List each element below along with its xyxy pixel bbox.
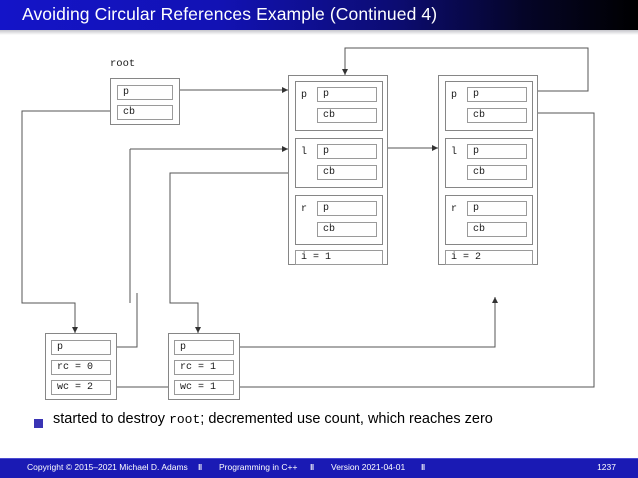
node-1-slot-r: r p cb (295, 195, 383, 245)
control-block-2-field-rc: rc = 1 (174, 360, 234, 375)
root-handle: p cb (110, 78, 180, 125)
footer-highlight (0, 458, 638, 459)
bullet-text: started to destroy root; decremented use… (53, 411, 493, 427)
node-1-slot-p-field-p: p (317, 87, 377, 102)
node-1-slot-r-label: r (301, 204, 308, 215)
node-1-slot-l-field-p: p (317, 144, 377, 159)
node-2-slot-p-field-p: p (467, 87, 527, 102)
bullet-text-after: ; decremented use count, which reaches z… (200, 411, 493, 427)
slide-footer: Copyright © 2015–2021 Michael D. Adams ‖… (0, 458, 638, 478)
node-2-slot-r-field-cb: cb (467, 222, 527, 237)
bullet-code-root: root (169, 412, 201, 427)
bullet-text-before: started to destroy (53, 411, 170, 427)
page-title: Avoiding Circular References Example (Co… (22, 4, 438, 24)
root-caption: root (110, 58, 136, 70)
node-2-slot-l: l p cb (445, 138, 533, 188)
square-bullet-icon (34, 419, 43, 428)
footer-copyright: Copyright © 2015–2021 Michael D. Adams (27, 462, 188, 472)
node-2-slot-p: p p cb (445, 81, 533, 131)
footer-page-number: 1237 (597, 462, 616, 472)
node-1-slot-r-field-cb: cb (317, 222, 377, 237)
node-1-index: i = 1 (295, 250, 383, 265)
control-block-1: p rc = 0 wc = 2 (45, 333, 117, 400)
slide-title-bar: Avoiding Circular References Example (Co… (0, 0, 638, 30)
node-2-slot-r: r p cb (445, 195, 533, 245)
control-block-2-field-p: p (174, 340, 234, 355)
node-2-slot-p-label: p (451, 90, 458, 101)
wire-cb1-p-out (117, 293, 138, 348)
node-2-index: i = 2 (445, 250, 533, 265)
node-2-slot-l-field-p: p (467, 144, 527, 159)
node-1-slot-p-label: p (301, 90, 308, 101)
node-2-slot-l-field-cb: cb (467, 165, 527, 180)
slide-body: root p cb p p cb l p cb r p cb (0, 35, 638, 455)
control-block-1-field-p: p (51, 340, 111, 355)
footer-separator-3: ‖ (421, 462, 425, 472)
footer-separator-1: ‖ (198, 462, 202, 472)
node-2-slot-r-label: r (451, 204, 458, 215)
node-2-slot-l-label: l (451, 147, 458, 158)
wire-cb2-p-to-node2-bottom (240, 297, 498, 348)
node-1-slot-r-field-p: p (317, 201, 377, 216)
node-1-slot-p-field-cb: cb (317, 108, 377, 123)
root-field-p: p (117, 85, 173, 100)
control-block-1-field-wc: wc = 2 (51, 380, 111, 395)
node-1-slot-p: p p cb (295, 81, 383, 131)
node-1-slot-l: l p cb (295, 138, 383, 188)
footer-course: Programming in C++ (219, 462, 298, 472)
footer-version: Version 2021-04-01 (331, 462, 406, 472)
node-1: p p cb l p cb r p cb i = 1 (288, 75, 388, 265)
node-2-slot-p-field-cb: cb (467, 108, 527, 123)
wire-node2-p-to-node1-top (342, 47, 589, 92)
footer-separator-2: ‖ (310, 462, 314, 472)
control-block-2: p rc = 1 wc = 1 (168, 333, 240, 400)
control-block-1-field-rc: rc = 0 (51, 360, 111, 375)
node-1-slot-l-field-cb: cb (317, 165, 377, 180)
control-block-2-field-wc: wc = 1 (174, 380, 234, 395)
node-2-slot-r-field-p: p (467, 201, 527, 216)
wire-root-cb-to-cb1 (21, 110, 110, 333)
wire-node1-lcb-to-cb2 (169, 172, 303, 333)
title-bar-shadow (0, 30, 638, 35)
node-1-slot-l-label: l (301, 147, 308, 158)
pointer-diagram: root p cb p p cb l p cb r p cb (0, 35, 638, 435)
root-field-cb: cb (117, 105, 173, 120)
bullet-row: started to destroy root; decremented use… (0, 410, 638, 436)
node-2: p p cb l p cb r p cb i = 2 (438, 75, 538, 265)
